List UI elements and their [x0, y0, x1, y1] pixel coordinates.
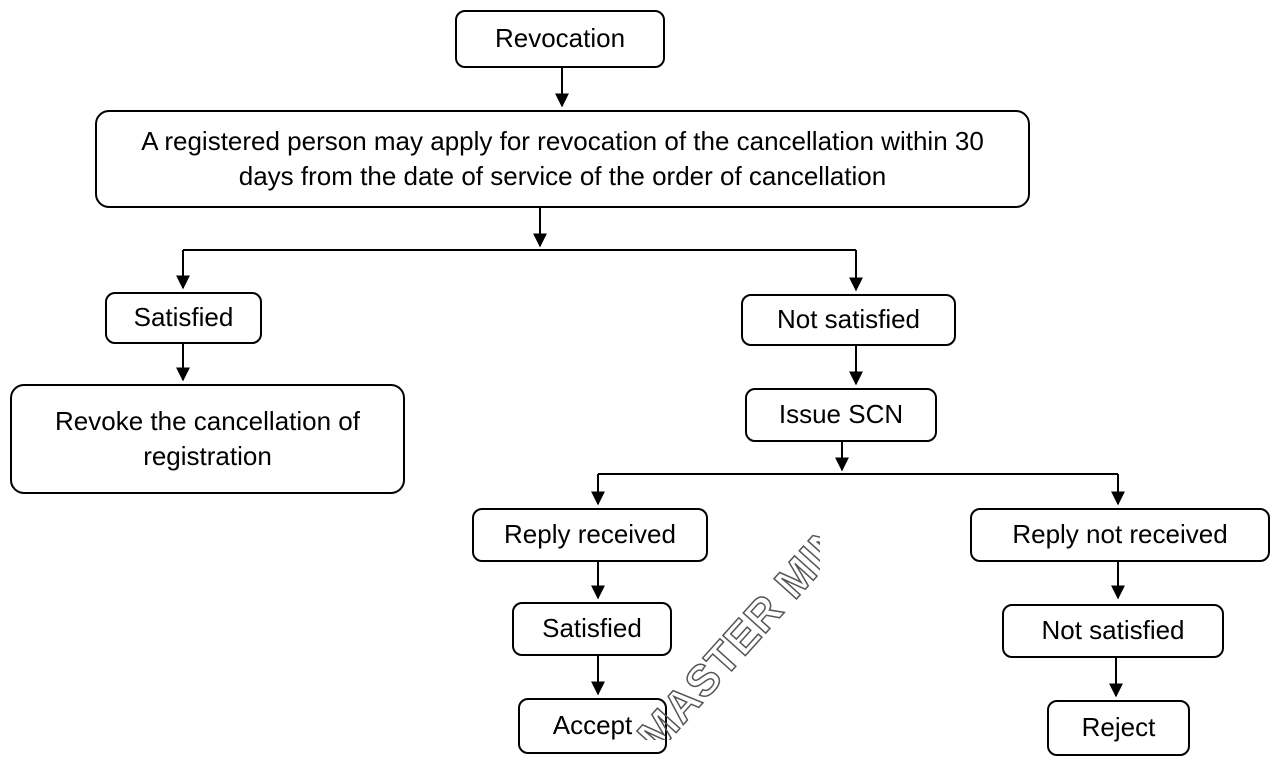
node-revocation: Revocation	[455, 10, 665, 68]
node-apply-revocation: A registered person may apply for revoca…	[95, 110, 1030, 208]
node-reply-not-received: Reply not received	[970, 508, 1270, 562]
node-satisfied-left: Satisfied	[105, 292, 262, 344]
node-reply-received: Reply received	[472, 508, 708, 562]
node-not-satisfied-right: Not satisfied	[741, 294, 956, 346]
node-accept: Accept	[518, 698, 667, 754]
node-not-satisfied-bottom: Not satisfied	[1002, 604, 1224, 658]
node-satisfied-bottom: Satisfied	[512, 602, 672, 656]
node-revoke-cancellation: Revoke the cancellation of registration	[10, 384, 405, 494]
node-reject: Reject	[1047, 700, 1190, 756]
node-issue-scn: Issue SCN	[745, 388, 937, 442]
